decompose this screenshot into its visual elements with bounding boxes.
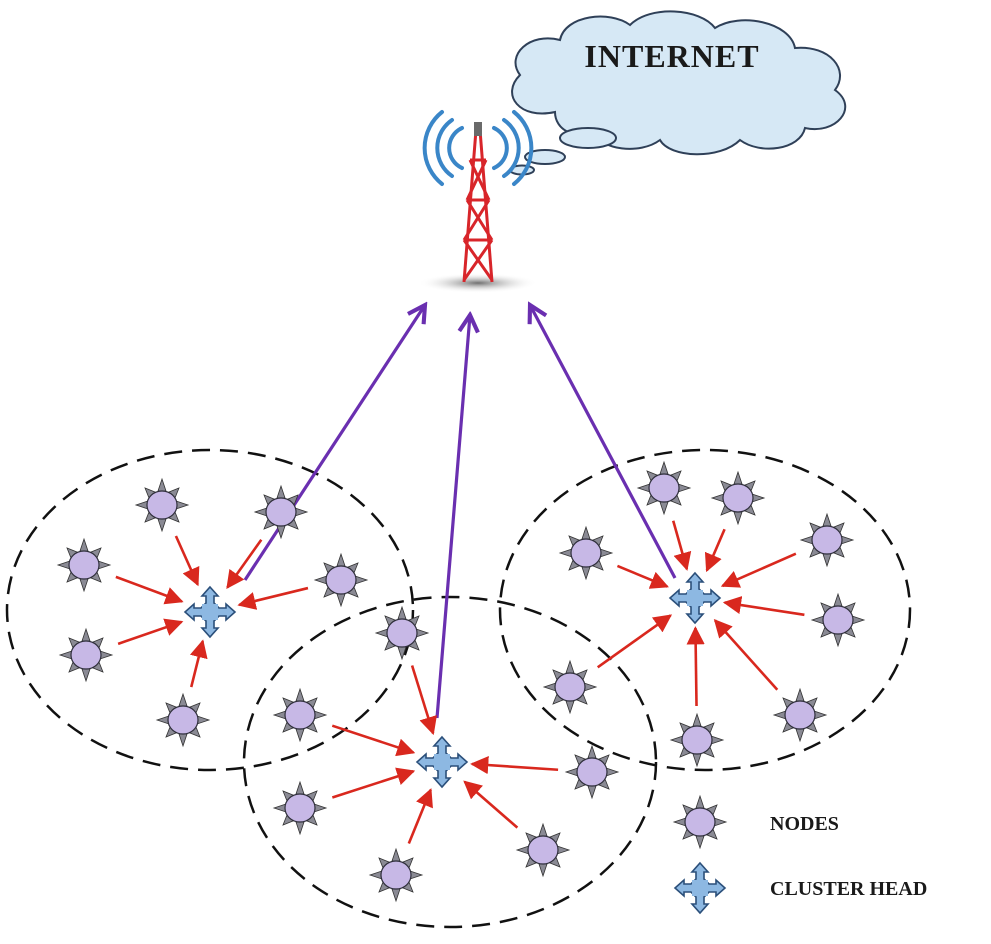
member-arrow-right-4	[720, 552, 797, 588]
member-arrow-left-3	[115, 575, 184, 605]
legend-nodes-label: NODES	[770, 813, 839, 835]
cluster-boundary-right	[498, 448, 912, 772]
member-arrow-center-4	[407, 788, 433, 844]
cluster-head-icon	[184, 586, 236, 638]
sensor-nodes	[57, 461, 865, 902]
member-arrow-center-3	[331, 767, 416, 799]
member-arrow-right-8	[713, 618, 779, 691]
member-arrow-right-3	[616, 564, 669, 589]
sensor-node-icon	[559, 526, 613, 580]
sensor-node-icon	[314, 553, 368, 607]
sensor-node-icon	[135, 478, 189, 532]
cluster-heads	[184, 572, 721, 788]
uplink-arrow-left	[243, 305, 425, 581]
uplink-arrows	[243, 305, 677, 719]
sensor-node-icon	[670, 713, 724, 767]
sensor-node-icon	[156, 693, 210, 747]
cluster-boundaries	[5, 448, 912, 929]
member-arrow-center-2	[331, 724, 416, 757]
member-arrow-center-5	[470, 756, 559, 775]
sensor-node-icon	[637, 461, 691, 515]
sensor-node-icon	[273, 781, 327, 835]
cluster-boundary-center	[242, 595, 658, 929]
member-arrow-right-5	[722, 596, 805, 617]
sensor-node-icon	[543, 660, 597, 714]
sensor-node-icon	[516, 823, 570, 877]
member-arrow-left-4	[237, 586, 309, 610]
member-arrow-left-2	[226, 538, 263, 590]
uplink-arrow-right	[530, 305, 677, 579]
cluster-head-icon	[669, 572, 721, 624]
cluster-head-icon	[416, 736, 468, 788]
member-arrow-center-1	[410, 665, 437, 736]
legend: NODES CLUSTER HEAD	[673, 795, 927, 914]
sensor-node-icon	[59, 628, 113, 682]
sensor-node-icon	[811, 593, 865, 647]
sensor-node-icon	[800, 513, 854, 567]
member-arrows	[115, 520, 805, 844]
sensor-node-icon	[375, 606, 429, 660]
legend-cluster-head-label: CLUSTER HEAD	[770, 878, 927, 900]
legend-cluster-head-icon	[674, 862, 726, 914]
sensor-node-icon	[369, 848, 423, 902]
member-arrow-center-6	[463, 780, 519, 829]
cell-tower-icon	[418, 110, 538, 293]
cluster-boundary-left	[5, 448, 415, 772]
sensor-node-icon	[57, 538, 111, 592]
uplink-arrow-center	[435, 315, 470, 719]
member-arrow-left-5	[117, 618, 184, 646]
sensor-node-icon	[254, 485, 308, 539]
member-arrow-left-6	[189, 639, 208, 688]
member-arrow-right-6	[596, 614, 673, 669]
legend-node-icon	[673, 795, 727, 849]
sensor-node-icon	[711, 471, 765, 525]
member-arrow-right-7	[686, 626, 705, 707]
member-arrow-right-2	[704, 528, 726, 573]
sensor-node-icon	[273, 688, 327, 742]
sensor-node-icon	[565, 745, 619, 799]
internet-label: INTERNET	[584, 38, 759, 74]
member-arrow-left-1	[174, 535, 200, 587]
sensor-node-icon	[773, 688, 827, 742]
cloud-icon: INTERNET	[509, 10, 847, 176]
member-arrow-right-1	[671, 520, 692, 571]
